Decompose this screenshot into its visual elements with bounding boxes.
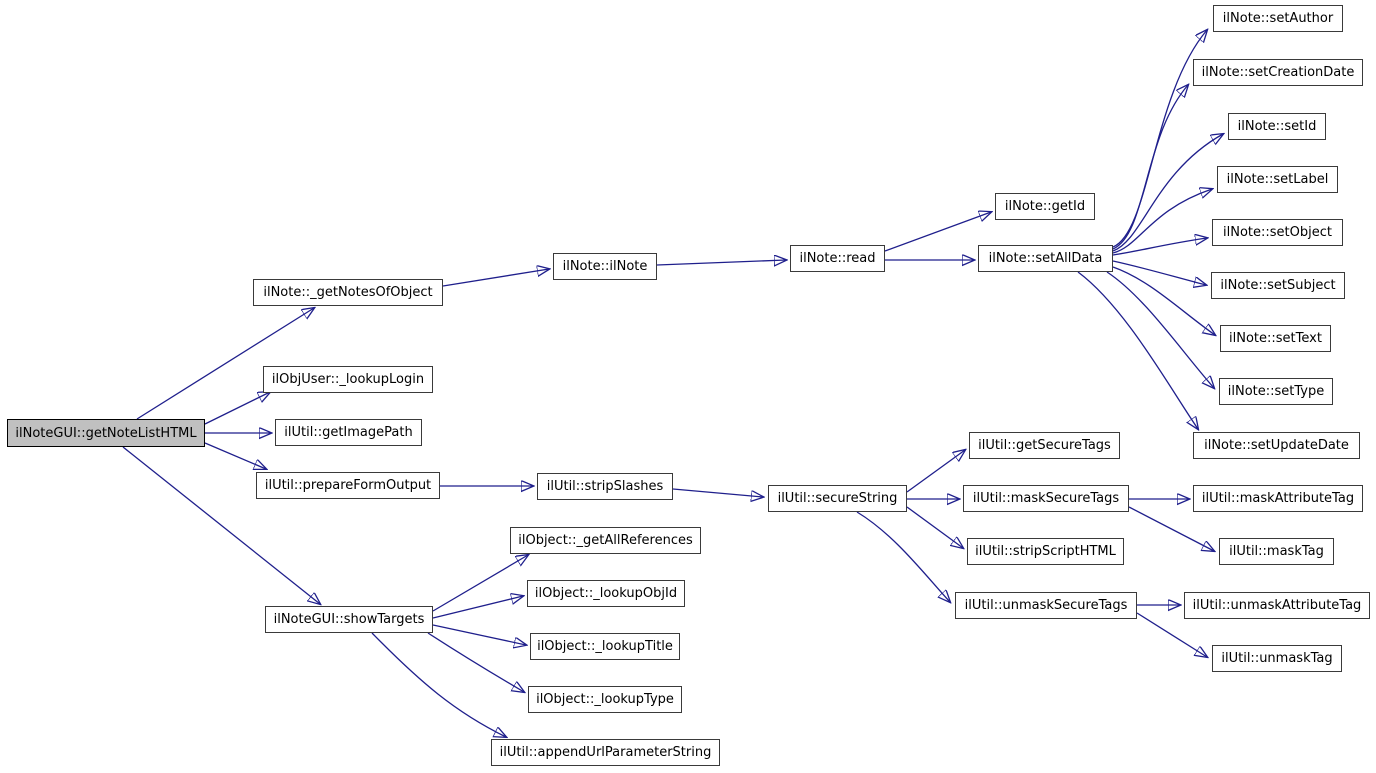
edge-set-all-data-to-set-type [1106, 271, 1214, 388]
node-mask-attribute-tag[interactable]: ilUtil::maskAttributeTag [1193, 485, 1363, 512]
edge-secure-string-to-strip-script-html [906, 506, 963, 548]
edge-root-to-show-targets [122, 446, 320, 604]
edge-set-all-data-to-set-subject [1112, 260, 1206, 285]
edge-unmask-secure-tags-to-unmask-tag [1136, 612, 1207, 657]
node-unmask-attribute-tag[interactable]: ilUtil::unmaskAttributeTag [1184, 592, 1370, 619]
node-get-secure-tags[interactable]: ilUtil::getSecureTags [969, 432, 1120, 459]
node-lookup-title[interactable]: ilObject::_lookupTitle [530, 633, 680, 660]
node-append-url-parameter-string[interactable]: ilUtil::appendUrlParameterString [491, 739, 720, 766]
node-get-id[interactable]: ilNote::getId [995, 193, 1095, 220]
edge-show-targets-to-lookup-type [427, 632, 524, 692]
edge-set-all-data-to-set-text [1112, 266, 1215, 335]
edge-set-all-data-to-set-object [1112, 238, 1207, 256]
edge-root-to-get-notes-of-object [136, 308, 314, 420]
edge-root-to-prepare-form-output [204, 442, 266, 469]
node-show-targets[interactable]: ilNoteGUI::showTargets [265, 606, 433, 633]
node-set-author[interactable]: ilNote::setAuthor [1213, 5, 1343, 32]
node-set-creation-date[interactable]: ilNote::setCreationDate [1193, 59, 1363, 86]
node-set-id[interactable]: ilNote::setId [1228, 113, 1326, 140]
node-strip-slashes[interactable]: ilUtil::stripSlashes [537, 473, 673, 500]
node-get-all-references[interactable]: ilObject::_getAllReferences [510, 527, 701, 554]
node-set-all-data[interactable]: ilNote::setAllData [978, 245, 1113, 272]
node-strip-script-html[interactable]: ilUtil::stripScriptHTML [967, 538, 1124, 565]
node-set-object[interactable]: ilNote::setObject [1212, 219, 1343, 246]
node-prepare-form-output[interactable]: ilUtil::prepareFormOutput [256, 472, 440, 499]
node-get-notes-of-object[interactable]: ilNote::_getNotesOfObject [253, 279, 443, 306]
edge-show-targets-to-lookup-title [432, 624, 526, 645]
node-read[interactable]: ilNote::read [790, 245, 885, 272]
edge-mask-secure-tags-to-mask-tag [1128, 506, 1214, 551]
edge-show-targets-to-append-url-parameter-string [371, 632, 506, 737]
node-secure-string[interactable]: ilUtil::secureString [768, 485, 907, 512]
edge-set-all-data-to-set-update-date [1077, 271, 1198, 429]
node-set-type[interactable]: ilNote::setType [1219, 378, 1333, 405]
edge-get-notes-of-object-to-ilnote [442, 269, 549, 287]
edge-show-targets-to-lookup-obj-id [432, 596, 523, 619]
node-set-text[interactable]: ilNote::setText [1220, 325, 1331, 352]
edge-read-to-get-id [884, 212, 991, 252]
edge-set-all-data-to-set-creation-date [1112, 85, 1188, 250]
node-set-update-date[interactable]: ilNote::setUpdateDate [1193, 432, 1360, 459]
node-mask-tag[interactable]: ilUtil::maskTag [1219, 538, 1334, 565]
edge-root-to-lookup-login [204, 392, 270, 425]
node-unmask-secure-tags[interactable]: ilUtil::unmaskSecureTags [955, 592, 1137, 619]
node-mask-secure-tags[interactable]: ilUtil::maskSecureTags [963, 485, 1129, 512]
edge-set-all-data-to-set-label [1112, 189, 1212, 254]
node-ilnote-constructor[interactable]: ilNote::ilNote [553, 253, 657, 280]
edge-show-targets-to-get-all-references [432, 555, 528, 612]
node-set-subject[interactable]: ilNote::setSubject [1211, 272, 1345, 299]
node-lookup-obj-id[interactable]: ilObject::_lookupObjId [527, 580, 685, 607]
edge-strip-slashes-to-secure-string [672, 488, 763, 497]
node-set-label[interactable]: ilNote::setLabel [1217, 166, 1338, 193]
node-lookup-type[interactable]: ilObject::_lookupType [528, 686, 682, 713]
edge-ilnote-to-read [656, 260, 786, 265]
node-lookup-login[interactable]: ilObjUser::_lookupLogin [263, 366, 433, 393]
edge-secure-string-to-get-secure-tags [906, 450, 965, 493]
node-unmask-tag[interactable]: ilUtil::unmaskTag [1212, 645, 1342, 672]
node-get-image-path[interactable]: ilUtil::getImagePath [275, 419, 422, 446]
edge-set-all-data-to-set-id [1112, 134, 1223, 252]
edge-secure-string-to-unmask-secure-tags [856, 511, 950, 602]
node-get-note-list-html: ilNoteGUI::getNoteListHTML [7, 419, 205, 447]
